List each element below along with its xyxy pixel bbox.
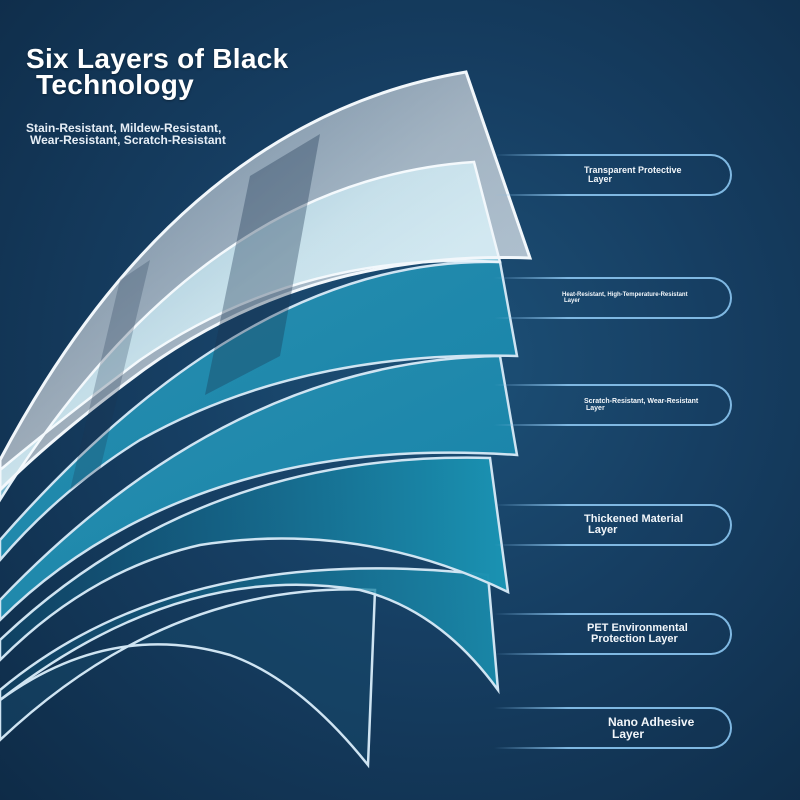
callout-label: Scratch-Resistant, Wear-Resistant Layer: [584, 384, 714, 426]
layer-4-shape: [0, 456, 510, 662]
callout-leader-line: [494, 317, 568, 319]
layer-callout-heat-resistant: Heat-Resistant, High-Temperature-Resista…: [494, 277, 732, 319]
glass-streak: [70, 260, 150, 490]
callout-label-line-1: Nano Adhesive: [608, 715, 695, 729]
layer-callout-thickened-material: Thickened Material Layer: [494, 504, 732, 546]
callout-leader-line: [494, 277, 568, 279]
callout-label-line-1: PET Environmental: [587, 622, 688, 634]
callout-pill: [568, 277, 732, 319]
callout-pill: [568, 154, 732, 196]
page-title: Six Layers of Black Technology: [26, 43, 289, 100]
callout-label: PET Environmental Protection Layer: [587, 613, 717, 655]
callout-label-line-2: Protection Layer: [591, 633, 678, 645]
callout-pill: [568, 613, 732, 655]
callout-label: Thickened Material Layer: [584, 504, 714, 546]
layer-1-shape: [0, 70, 533, 493]
callout-label: Nano Adhesive Layer: [608, 707, 738, 749]
callout-leader-line: [494, 747, 568, 749]
callout-leader-line: [494, 707, 568, 709]
callout-label: Transparent Protective Layer: [584, 154, 714, 196]
title-line-2: Technology: [36, 69, 195, 100]
callout-leader-line: [494, 424, 568, 426]
callout-leader-line: [494, 653, 568, 655]
layer-callout-nano-adhesive: Nano Adhesive Layer: [494, 707, 732, 749]
subtitle-line-2: Wear-Resistant, Scratch-Resistant: [30, 133, 226, 147]
callout-label-line-2: Layer: [588, 174, 613, 184]
callout-leader-line: [494, 544, 568, 546]
subtitle-line-1: Stain-Resistant, Mildew-Resistant,: [26, 121, 222, 135]
callout-label-line-2: Layer: [564, 298, 581, 304]
callout-label-line-1: Thickened Material: [584, 513, 684, 525]
title-line-1: Six Layers of Black: [26, 43, 289, 74]
layer-callout-pet-environmental: PET Environmental Protection Layer: [494, 613, 732, 655]
callout-leader-line: [494, 384, 568, 386]
subtitle: Stain-Resistant, Mildew-Resistant, Wear-…: [26, 122, 226, 146]
callout-leader-line: [494, 613, 568, 615]
callout-label: Heat-Resistant, High-Temperature-Resista…: [562, 277, 712, 319]
callout-label-line-2: Layer: [612, 727, 645, 741]
layer-callout-scratch-resistant: Scratch-Resistant, Wear-Resistant Layer: [494, 384, 732, 426]
layer-3-shape: [0, 354, 519, 622]
layer-6-shape: [0, 588, 377, 769]
layer-callout-transparent-protective: Transparent Protective Layer: [494, 154, 732, 196]
callout-label-line-2: Layer: [586, 405, 605, 412]
callout-leader-line: [494, 154, 568, 156]
layer-5-shape: [0, 567, 500, 702]
callout-leader-line: [494, 194, 568, 196]
glass-streak: [205, 134, 320, 395]
callout-pill: [568, 384, 732, 426]
callout-pill: [568, 504, 732, 546]
callout-label-line-1: Heat-Resistant, High-Temperature-Resista…: [562, 292, 688, 298]
callout-label-line-2: Layer: [588, 524, 618, 536]
callout-leader-line: [494, 504, 568, 506]
callout-label-line-1: Transparent Protective: [584, 165, 682, 175]
callout-pill: [568, 707, 732, 749]
callout-label-line-1: Scratch-Resistant, Wear-Resistant: [584, 398, 699, 405]
layer-2-shape: [0, 260, 519, 562]
